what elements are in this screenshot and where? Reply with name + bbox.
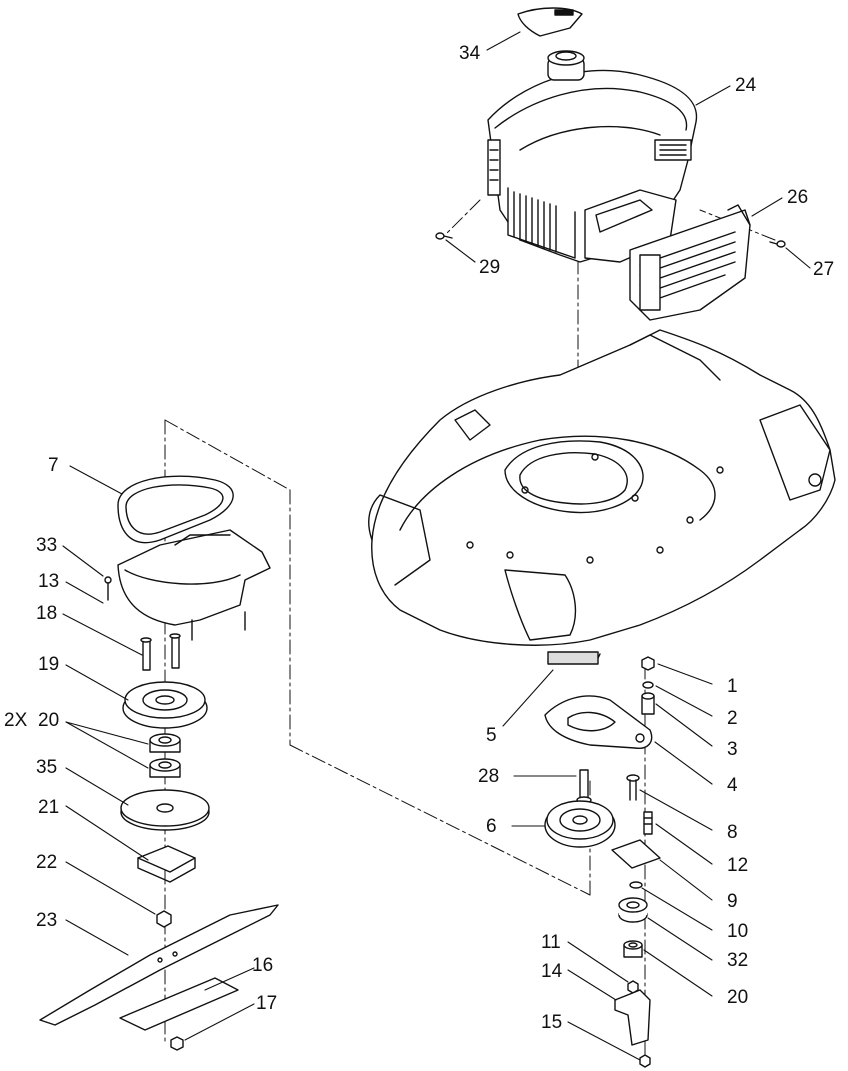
pulley-part-6	[544, 800, 616, 848]
callout-2x: 2X	[4, 710, 28, 731]
callout-9: 9	[727, 891, 738, 912]
callout-19: 19	[38, 654, 60, 675]
callout-20-left: 20	[38, 710, 60, 731]
washer-part-10	[629, 881, 643, 889]
callout-1: 1	[727, 676, 738, 697]
nut-part-15	[639, 1054, 651, 1068]
callout-7: 7	[48, 455, 59, 476]
stiffener-part-16	[119, 977, 239, 1031]
belt-part-7	[117, 475, 234, 544]
screw-part-29	[435, 232, 453, 240]
nut-part-22	[156, 910, 172, 928]
callout-15: 15	[541, 1012, 563, 1033]
callout-5: 5	[486, 725, 497, 746]
callout-29: 29	[479, 257, 501, 278]
callout-16: 16	[252, 955, 274, 976]
bolt-part-17	[170, 1036, 184, 1051]
bracket-part-14	[614, 989, 651, 1046]
callout-12: 12	[727, 855, 749, 876]
callout-20-right: 20	[727, 987, 749, 1008]
spacer-part-3	[641, 692, 655, 715]
washer-part-2	[642, 681, 654, 689]
bearing-part-32	[618, 897, 648, 923]
plate-part-9	[611, 839, 661, 869]
pin-part-8	[626, 774, 640, 801]
mower-deck-housing	[368, 329, 836, 646]
callout-24: 24	[735, 75, 757, 96]
engine-part-24	[487, 50, 698, 263]
callout-18: 18	[36, 603, 58, 624]
callout-10: 10	[727, 921, 749, 942]
spring-part-5	[547, 651, 601, 665]
pulley-part-19	[122, 681, 208, 729]
part-34	[517, 7, 583, 37]
callout-22: 22	[36, 852, 58, 873]
fitting-part-12	[643, 811, 653, 835]
callout-23: 23	[36, 910, 58, 931]
callout-8: 8	[727, 822, 738, 843]
bolt-part-28	[576, 769, 592, 804]
muffler-guard-part-26	[629, 204, 751, 321]
callout-2: 2	[727, 708, 738, 729]
leader-lines	[62, 31, 811, 1061]
adapter-part-21	[137, 845, 196, 883]
callout-28: 28	[478, 766, 500, 787]
callout-11: 11	[541, 932, 561, 953]
callout-33: 33	[36, 535, 58, 556]
screw-part-27	[769, 240, 786, 248]
bolts-part-18	[140, 633, 181, 671]
blade-part-23	[39, 904, 279, 1026]
callout-21: 21	[38, 797, 60, 818]
callout-3: 3	[727, 739, 738, 760]
nut-part-1	[641, 656, 655, 671]
callout-17: 17	[256, 993, 278, 1014]
bearing-part-20-left	[149, 733, 181, 778]
plate-part-35	[120, 789, 210, 831]
belt-cover-part-33	[117, 529, 271, 626]
callout-26: 26	[787, 187, 809, 208]
callout-4: 4	[727, 775, 738, 796]
bearing-part-20-right	[623, 940, 643, 958]
callout-32: 32	[727, 950, 749, 971]
callout-34: 34	[459, 43, 481, 64]
bracket-part-4	[544, 695, 653, 749]
callout-6: 6	[486, 816, 497, 837]
nut-part-11	[627, 980, 639, 994]
callout-13: 13	[38, 571, 60, 592]
callout-27: 27	[813, 259, 835, 280]
screw-part-13	[104, 576, 246, 641]
callout-35: 35	[36, 757, 58, 778]
callout-14: 14	[541, 961, 563, 982]
